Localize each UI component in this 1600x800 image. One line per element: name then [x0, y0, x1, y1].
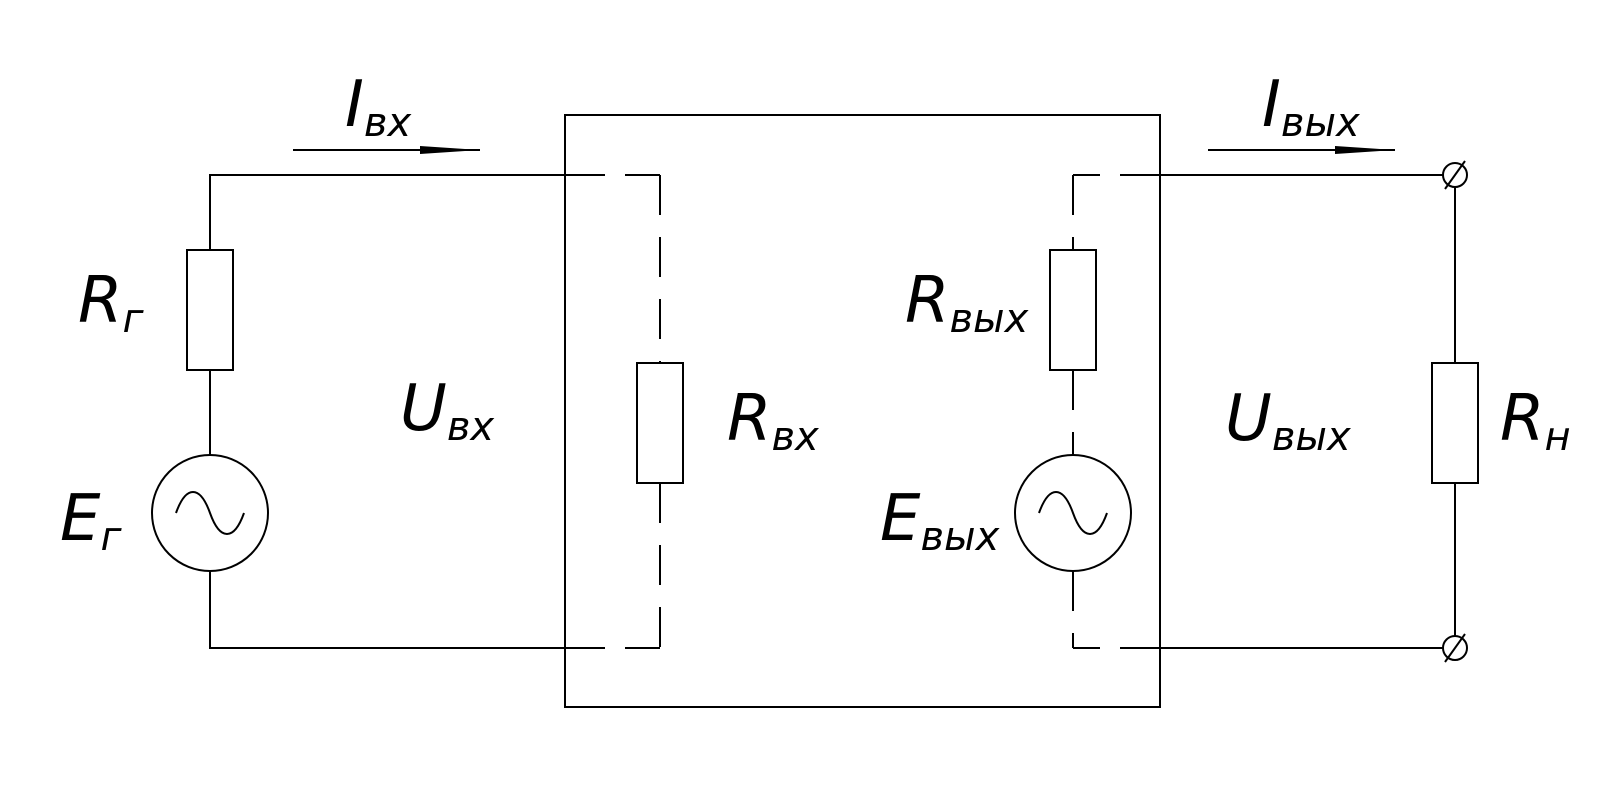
output-sine-icon	[1038, 491, 1108, 535]
terminal-top-slash	[1444, 160, 1466, 190]
source-bottom-wire	[209, 571, 565, 649]
label-input-voltage: Uвх	[400, 372, 494, 450]
source-circuit	[151, 174, 565, 649]
terminal-bottom-slash	[1444, 633, 1466, 663]
source-top-wire	[209, 174, 565, 250]
label-input-resistance: Rвх	[727, 382, 819, 460]
output-equivalent	[1014, 174, 1160, 649]
label-output-emf: Eвых	[880, 482, 1000, 560]
label-output-current: Iвых	[1262, 68, 1360, 146]
label-source-emf: Eг	[60, 482, 122, 560]
input-equivalent	[565, 174, 684, 649]
label-source-resistance: Rг	[78, 264, 144, 342]
label-output-resistance: Rвых	[905, 264, 1029, 342]
input-resistor	[636, 362, 684, 484]
source-resistor	[186, 249, 234, 371]
load-circuit	[1160, 160, 1479, 663]
label-input-current: Iвх	[345, 68, 411, 146]
output-resistor	[1049, 249, 1097, 371]
label-output-voltage: Uвых	[1225, 382, 1351, 460]
network-box	[564, 114, 1161, 708]
label-load-resistance: Rн	[1500, 382, 1571, 460]
source-sine-icon	[175, 491, 245, 535]
load-resistor	[1431, 362, 1479, 484]
